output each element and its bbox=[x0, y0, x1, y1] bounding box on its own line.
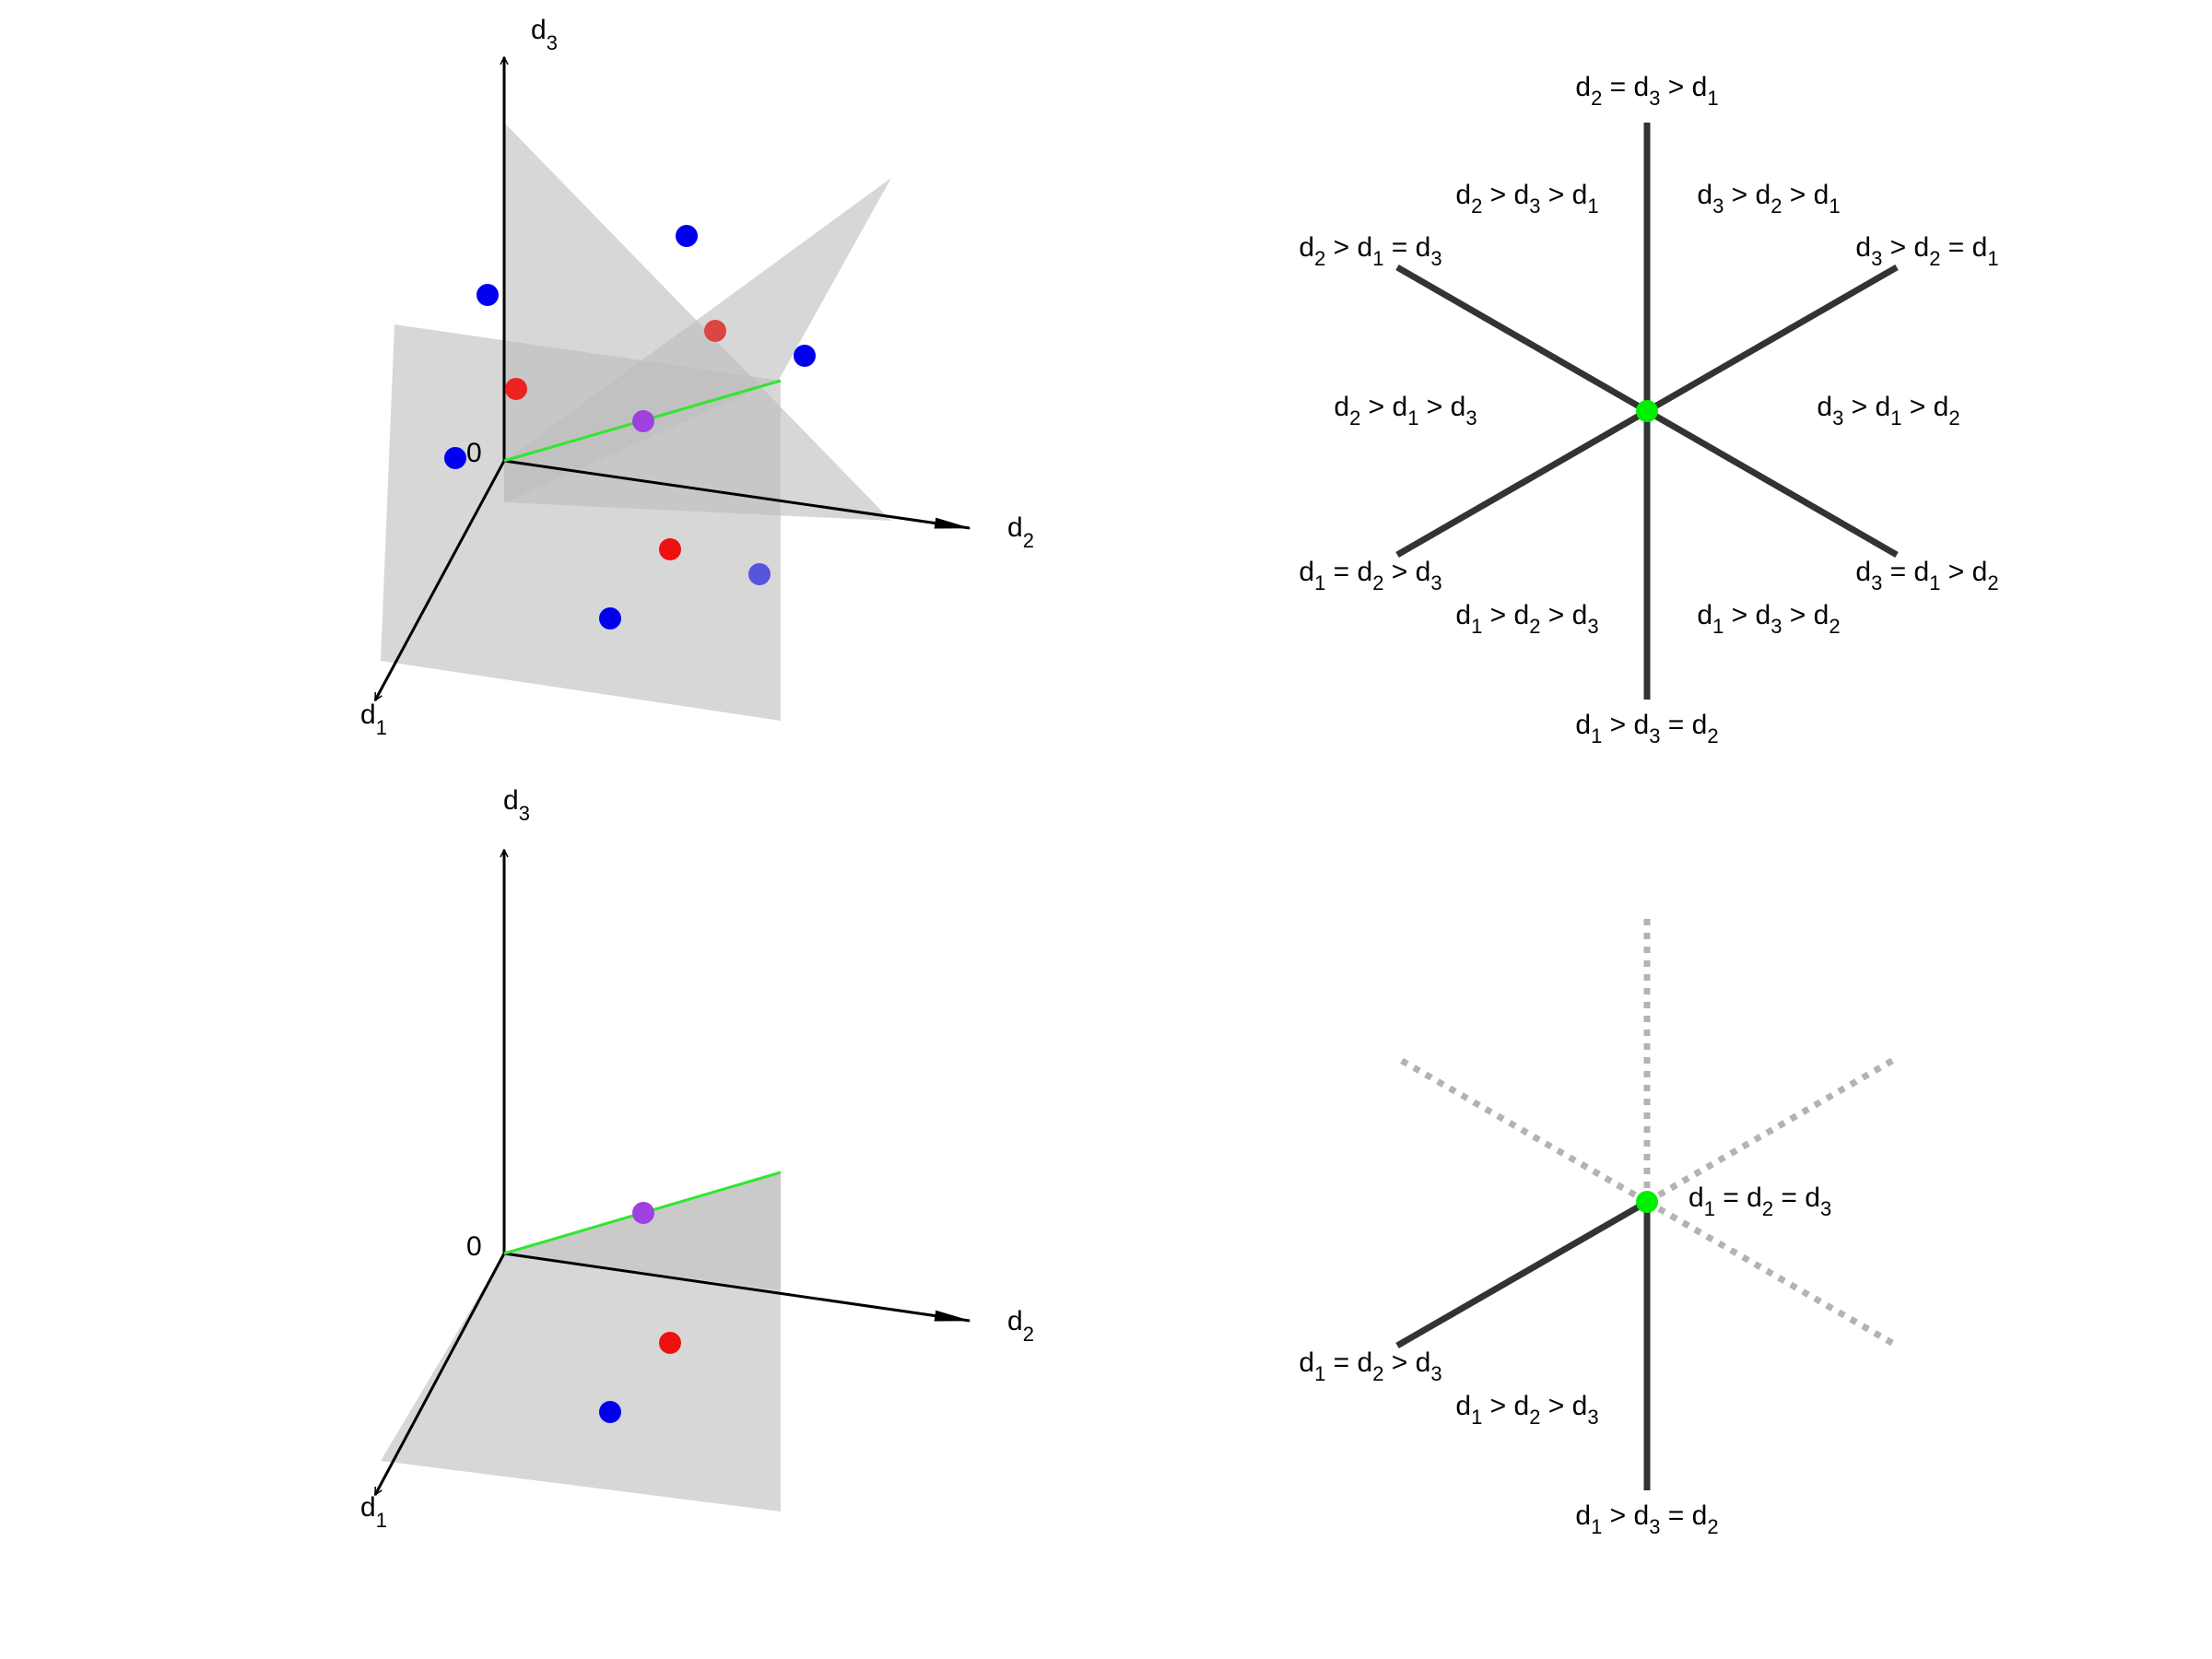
region-label: d3 > d1 > d2 bbox=[1817, 392, 1959, 429]
ray-label: d3 > d2 = d1 bbox=[1855, 232, 1998, 270]
axis-d1 bbox=[373, 460, 506, 700]
panel-2d-top: d2 = d3 > d1 d3 > d2 = d1 d3 = d1 > d2 d… bbox=[1299, 72, 1998, 747]
point-blue bbox=[599, 1401, 621, 1423]
panel-2d-bottom: d1 = d2 = d3 d1 = d2 > d3 d1 > d3 = d2 d… bbox=[1299, 913, 1899, 1538]
ray-label: d2 > d1 = d3 bbox=[1299, 232, 1441, 270]
center-label: d1 = d2 = d3 bbox=[1688, 1182, 1831, 1220]
axis-label-d1: d1 bbox=[360, 700, 387, 739]
center-point bbox=[1636, 400, 1658, 422]
point-red bbox=[505, 378, 527, 400]
ray-label: d2 = d3 > d1 bbox=[1575, 72, 1718, 110]
point-blue bbox=[477, 284, 499, 306]
point-blue-light bbox=[748, 563, 771, 585]
ray-lower-right-dotted bbox=[1645, 1198, 1899, 1349]
origin-label: 0 bbox=[466, 1231, 482, 1262]
point-blue bbox=[599, 607, 621, 629]
ray-label: d1 > d3 = d2 bbox=[1575, 710, 1718, 747]
ray-label: d1 = d2 > d3 bbox=[1299, 1347, 1441, 1385]
panel-3d-top: 0 d3 d2 d1 bbox=[360, 15, 1034, 739]
ray-label: d3 = d1 > d2 bbox=[1855, 557, 1998, 594]
center-point bbox=[1636, 1191, 1658, 1213]
region-label: d1 > d3 > d2 bbox=[1697, 600, 1840, 638]
ray-label: d1 = d2 > d3 bbox=[1299, 557, 1441, 594]
ray-lower-left bbox=[1395, 1198, 1649, 1349]
region-label: d3 > d2 > d1 bbox=[1697, 180, 1840, 218]
ray-upper-right-dotted bbox=[1645, 1054, 1899, 1206]
panel-3d-bottom: 0 d3 d2 d1 bbox=[360, 785, 1034, 1532]
axis-label-d2: d2 bbox=[1007, 512, 1034, 552]
point-blue bbox=[444, 447, 466, 469]
point-blue bbox=[794, 345, 816, 367]
ray-lower-right bbox=[1645, 407, 1899, 559]
ray-lower-left bbox=[1395, 407, 1649, 559]
plane-3 bbox=[381, 324, 781, 721]
ray-upper-left-dotted bbox=[1395, 1054, 1649, 1206]
plane-2 bbox=[504, 1172, 781, 1290]
region-label: d1 > d2 > d3 bbox=[1455, 600, 1598, 638]
axis-d2 bbox=[503, 459, 971, 530]
ray-upper-left bbox=[1395, 264, 1649, 415]
point-purple bbox=[632, 410, 654, 432]
point-blue bbox=[676, 225, 698, 247]
origin-label: 0 bbox=[466, 438, 482, 468]
axis-d1 bbox=[373, 1253, 506, 1495]
ray-upper-right bbox=[1645, 264, 1899, 415]
axis-d2 bbox=[503, 1252, 971, 1323]
point-red bbox=[659, 1332, 681, 1354]
ray-label: d1 > d3 = d2 bbox=[1575, 1500, 1718, 1538]
axis-label-d3: d3 bbox=[531, 15, 558, 54]
region-label: d1 > d2 > d3 bbox=[1455, 1391, 1598, 1429]
axis-label-d3: d3 bbox=[503, 785, 530, 825]
point-red bbox=[704, 320, 726, 342]
axis-label-d1: d1 bbox=[360, 1492, 387, 1532]
point-red bbox=[659, 538, 681, 560]
point-purple bbox=[632, 1202, 654, 1224]
axis-label-d2: d2 bbox=[1007, 1306, 1034, 1346]
region-label: d2 > d1 > d3 bbox=[1334, 392, 1477, 429]
region-label: d2 > d3 > d1 bbox=[1455, 180, 1598, 218]
